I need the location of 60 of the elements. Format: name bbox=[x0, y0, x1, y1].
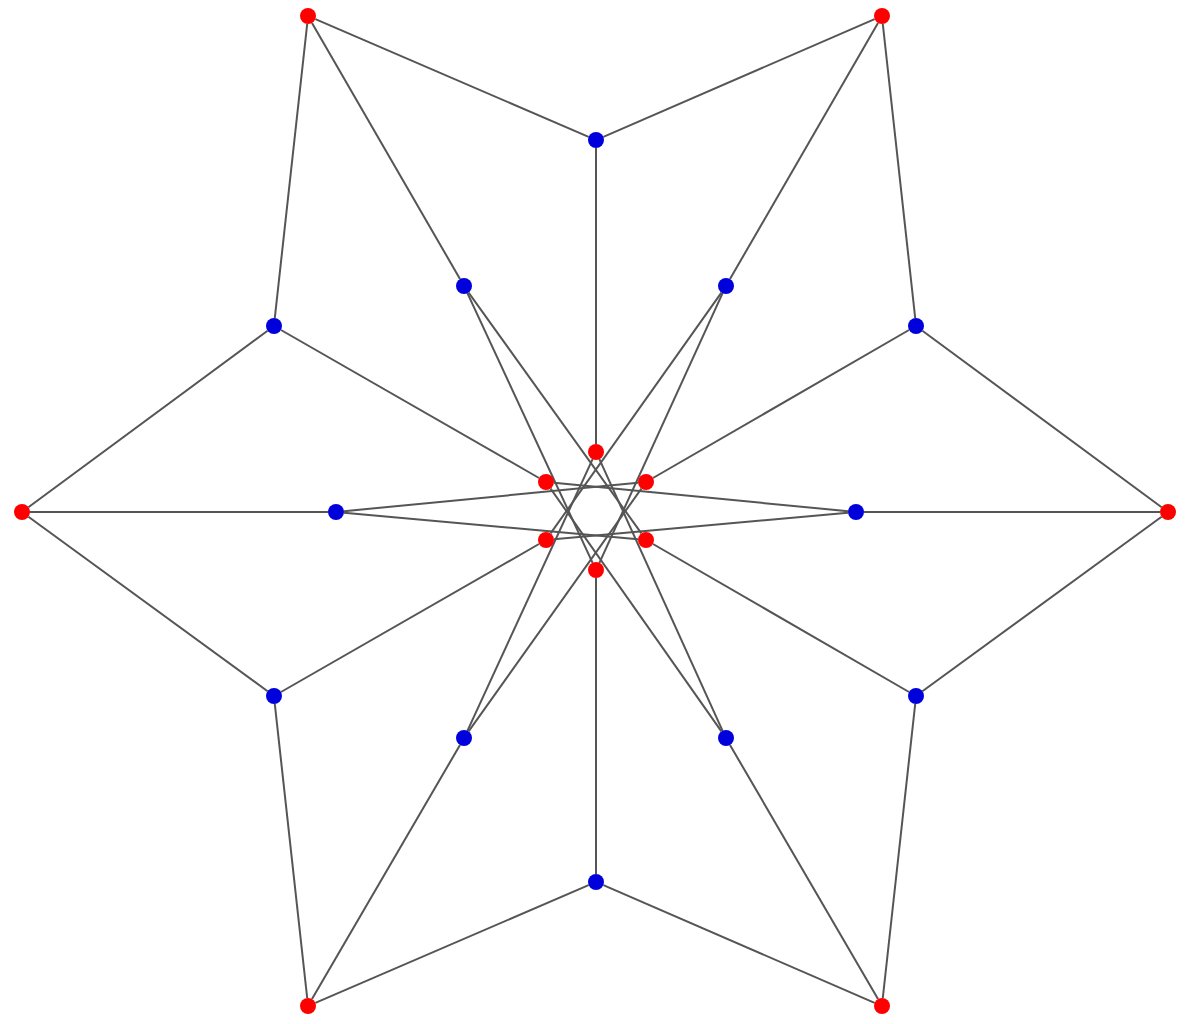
connector-line bbox=[314, 884, 590, 1004]
vertex-dot bbox=[456, 278, 472, 294]
connector-line bbox=[729, 744, 879, 1000]
connector-line bbox=[921, 329, 1163, 509]
connector-line bbox=[549, 487, 723, 733]
vertex-dot bbox=[538, 474, 554, 490]
connector-line bbox=[280, 543, 540, 693]
vertex-dot bbox=[718, 278, 734, 294]
connector-line bbox=[652, 543, 910, 693]
connector-line bbox=[466, 458, 594, 732]
vertex-dot bbox=[848, 504, 864, 520]
vertex-dot bbox=[588, 874, 604, 890]
connector-line bbox=[273, 703, 309, 999]
vertex-dot bbox=[718, 730, 734, 746]
vertex-dot bbox=[588, 132, 604, 148]
connector-line bbox=[314, 18, 590, 138]
connector-line bbox=[311, 22, 461, 280]
connector-line bbox=[921, 515, 1163, 693]
connector-line bbox=[595, 577, 597, 875]
vertex-dot bbox=[638, 474, 654, 490]
vertex-dot bbox=[908, 688, 924, 704]
connector-line bbox=[652, 329, 910, 479]
vertex-dot bbox=[908, 318, 924, 334]
vertex-dot bbox=[300, 998, 316, 1014]
vertex-dot bbox=[266, 688, 282, 704]
vertex-dot bbox=[328, 504, 344, 520]
connector-line bbox=[467, 291, 643, 535]
vertex-dot bbox=[1160, 504, 1176, 520]
vertex-dot bbox=[874, 998, 890, 1014]
connector-line bbox=[27, 515, 269, 693]
connector-line bbox=[729, 22, 879, 280]
connector-line bbox=[273, 23, 309, 319]
connector-line bbox=[602, 884, 876, 1004]
vertex-dot bbox=[456, 730, 472, 746]
connector-line bbox=[343, 511, 639, 541]
connector-line bbox=[553, 511, 849, 541]
vertex-dot bbox=[588, 562, 604, 578]
connector-line bbox=[553, 481, 849, 513]
connector-line bbox=[598, 458, 724, 732]
connector-line bbox=[311, 744, 461, 1000]
vertex-dot bbox=[14, 504, 30, 520]
connector-line bbox=[881, 23, 917, 319]
connector-line bbox=[343, 481, 639, 513]
connector-line bbox=[598, 292, 724, 564]
vertex-dot bbox=[874, 8, 890, 24]
connector-line bbox=[602, 18, 876, 138]
connector-line bbox=[595, 147, 597, 445]
connector-line bbox=[881, 703, 917, 999]
vertex-dot bbox=[588, 444, 604, 460]
connector-line bbox=[280, 329, 540, 479]
vertex-dot bbox=[638, 532, 654, 548]
connector-line bbox=[29, 511, 329, 513]
connector-line bbox=[466, 292, 594, 564]
connector-line bbox=[863, 511, 1161, 513]
connector-line bbox=[549, 291, 723, 535]
vertex-dot bbox=[266, 318, 282, 334]
connector-line bbox=[467, 487, 643, 733]
vertex-dot bbox=[538, 532, 554, 548]
connector-line bbox=[27, 329, 269, 509]
vertex-dot bbox=[300, 8, 316, 24]
